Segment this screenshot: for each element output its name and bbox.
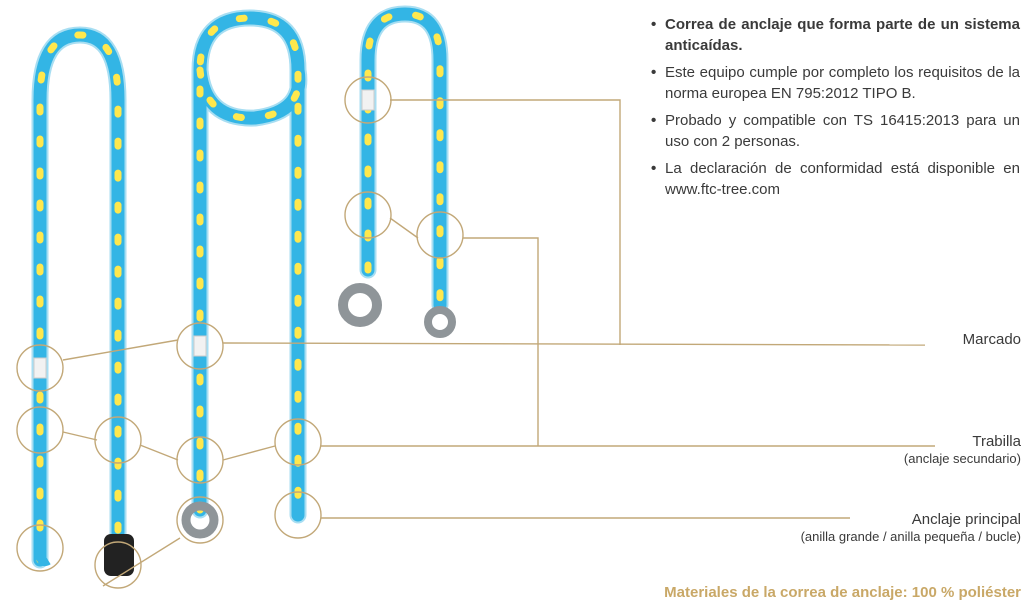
materials-note: Materiales de la correa de anclaje: 100 … <box>664 584 1021 601</box>
large-ring <box>338 283 382 327</box>
label-marcado-title: Marcado <box>962 331 1021 348</box>
feature-item: Correa de anclaje que forma parte de un … <box>650 14 1020 56</box>
strap-body <box>361 7 447 312</box>
strap-edge <box>359 5 449 314</box>
callout-circle <box>274 418 322 466</box>
strap-loop-end <box>35 547 51 567</box>
trabilla-loops <box>36 31 122 564</box>
marking-tag <box>193 335 207 357</box>
strap-edge <box>191 9 308 524</box>
callout-line <box>102 537 181 587</box>
marking-tag <box>33 357 47 379</box>
label-marcado: Marcado <box>661 331 1021 349</box>
callout-line <box>390 99 621 345</box>
strap-body <box>33 28 125 567</box>
trabilla-loops <box>364 10 444 309</box>
callout-line <box>62 339 179 361</box>
strap-1 <box>31 26 127 569</box>
trabilla-loops <box>196 14 303 519</box>
label-anclaje-subtitle: (anilla grande / anilla pequeña / bucle) <box>800 529 1021 544</box>
label-trabilla-title: Trabilla <box>972 433 1021 450</box>
callout-line <box>463 237 539 446</box>
feature-item: Probado y compatible con TS 16415:2013 p… <box>650 110 1020 152</box>
small-ring <box>181 501 219 539</box>
marking-tag <box>361 89 375 111</box>
callout-circle <box>274 491 322 539</box>
callout-circle <box>16 524 64 572</box>
callout-line <box>62 431 98 441</box>
feature-item: Este equipo cumple por completo los requ… <box>650 62 1020 104</box>
callout-lines <box>16 76 935 589</box>
feature-list: Correa de anclaje que forma parte de un … <box>650 14 1020 206</box>
label-anclaje: Anclaje principal (anilla grande / anill… <box>661 511 1021 545</box>
callout-circle <box>94 541 142 589</box>
callout-line <box>222 342 926 346</box>
label-anclaje-title: Anclaje principal <box>911 511 1021 528</box>
strap-edge <box>31 26 127 569</box>
feature-item: La declaración de conformidad está dispo… <box>650 158 1020 200</box>
callout-circle <box>176 496 224 544</box>
strap-2 <box>191 9 308 524</box>
callout-line <box>389 217 419 239</box>
label-trabilla: Trabilla (anclaje secundario) <box>661 433 1021 467</box>
callout-circle <box>416 211 464 259</box>
callout-line <box>139 444 179 461</box>
small-ring <box>424 306 456 338</box>
callout-line <box>222 445 276 461</box>
callout-circle <box>344 191 392 239</box>
anchor-straps <box>31 5 456 576</box>
strap-3 <box>359 5 449 314</box>
callout-circle <box>176 322 224 370</box>
label-trabilla-subtitle: (anclaje secundario) <box>903 451 1021 466</box>
black-ring <box>104 534 134 576</box>
callout-circle <box>16 406 64 454</box>
callout-circle <box>16 344 64 392</box>
